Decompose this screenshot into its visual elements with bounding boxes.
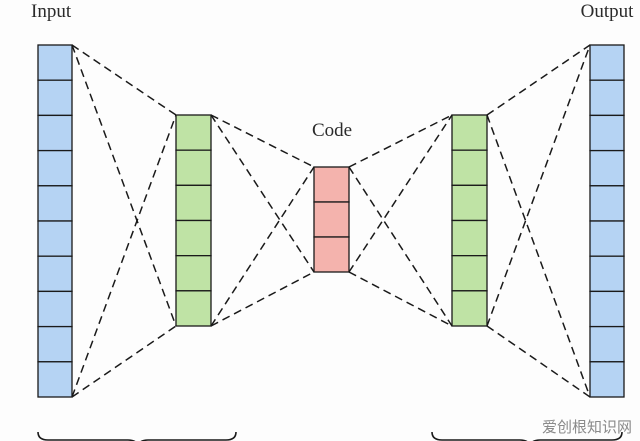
code-unit [313,201,350,238]
connection-line [486,44,591,116]
input-unit [37,114,73,152]
hidden1-unit [175,114,212,151]
input-unit [37,255,73,293]
code-layer [313,166,350,273]
encoder-brace [37,431,237,441]
output-layer [589,44,625,398]
input-unit [37,44,73,81]
hidden2-unit [451,114,488,151]
code-unit [313,166,350,203]
connection-line [71,44,177,116]
connection-line [348,166,453,327]
connection-line [210,114,315,273]
connection-line [210,166,315,327]
layers [37,44,625,398]
output-unit [589,325,625,363]
connection-line [486,325,591,398]
connection-line [210,271,315,327]
input-unit [37,325,73,363]
output-unit [589,149,625,187]
output-unit [589,255,625,293]
connection-line [71,325,177,398]
input-unit [37,220,73,257]
code-unit [313,236,350,273]
hidden1-unit [175,184,212,222]
input-label: Input [31,1,72,22]
connection-line [71,44,177,327]
connection-line [210,114,315,168]
hidden2-unit [451,219,488,257]
input-unit [37,361,73,398]
connection-line [348,114,453,273]
connection-line [348,271,453,327]
output-unit [589,290,625,328]
output-unit [589,79,625,117]
output-unit [589,220,625,257]
hidden2-unit [451,184,488,222]
connections [71,44,591,398]
hidden2-unit [451,149,488,186]
hidden1-unit [175,255,212,292]
input-unit [37,79,73,117]
hidden1-unit [175,219,212,257]
output-unit [589,114,625,152]
connection-line [486,114,591,398]
input-unit [37,149,73,187]
code-label: Code [312,120,352,141]
hidden1-unit [175,149,212,186]
output-unit [589,44,625,81]
output-unit [589,185,625,222]
connection-line [71,114,177,398]
connection-line [486,44,591,327]
hidden2-unit [451,255,488,292]
hidden2-unit [451,290,488,327]
output-label: Output [581,1,635,22]
input-unit [37,185,73,222]
hidden2-layer [451,114,488,327]
hidden1-unit [175,290,212,327]
connection-line [348,114,453,168]
output-unit [589,361,625,398]
input-layer [37,44,73,398]
decoder-brace [431,431,623,441]
watermark-text: 爱创根知识网 [542,418,632,436]
input-unit [37,290,73,328]
hidden1-layer [175,114,212,327]
